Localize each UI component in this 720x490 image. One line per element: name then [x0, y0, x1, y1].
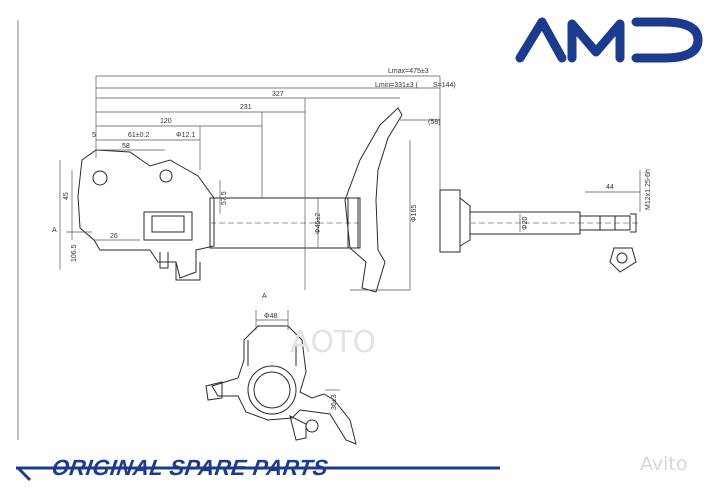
center-watermark: АОТО: [290, 325, 377, 360]
dim-327: 327: [272, 91, 284, 98]
dim-45-side: 45: [63, 192, 70, 200]
dim-106: 106.5: [71, 244, 78, 262]
dim-20: Φ20: [522, 217, 529, 230]
dim-165: Φ165: [411, 205, 418, 222]
view-a-section: [205, 310, 357, 445]
view-label: A: [262, 293, 267, 300]
dim-26: 26: [110, 233, 118, 240]
dim-5: 5: [92, 132, 96, 139]
dim-57: 57.5: [221, 191, 228, 205]
dim-stroke: S=144): [433, 82, 456, 89]
dim-lmin: Lmin=331±3 (: [375, 82, 419, 89]
avito-watermark: Avito: [640, 453, 688, 475]
dim-231: 231: [240, 104, 252, 111]
footer-slogan: ORIGINAL SPARE PARTS: [50, 455, 330, 480]
dim-58-top: (58): [428, 119, 440, 126]
dim-61: 61±0.2: [128, 132, 149, 139]
dim-12: Φ12.1: [176, 132, 195, 139]
dim-lmax: Lmax=475±3: [388, 68, 429, 75]
section-label: A: [52, 227, 57, 234]
dim-44: 44: [606, 184, 614, 191]
dim-48: Φ48: [264, 313, 277, 320]
dim-45: Φ45±2: [315, 213, 322, 234]
dim-120: 120: [160, 118, 172, 125]
dim-thread: M12x1.25-6h: [645, 169, 652, 210]
amd-logo: [515, 17, 703, 63]
dim-36: 36±3: [331, 394, 338, 410]
dim-58: 58: [122, 143, 130, 150]
